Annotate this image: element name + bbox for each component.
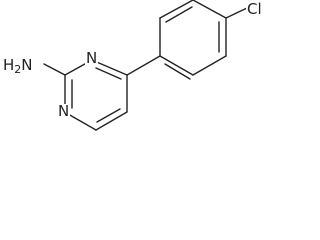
bond-ph1-ph2-inner — [164, 63, 191, 80]
bond-c5-c6-inner — [96, 108, 121, 123]
amine-h-label: H — [3, 56, 15, 74]
bond-n3-c4-inner — [95, 67, 122, 80]
structure-canvas: H2N N N Cl — [2, 0, 263, 131]
bond-ph4-cl — [225, 7, 248, 19]
bond-c2-nh2 — [43, 63, 66, 76]
ring-n-top-label: N — [85, 49, 99, 67]
amine-n-label: N — [21, 56, 33, 74]
bond-c6-n1 — [67, 113, 97, 131]
molecule-bonds — [43, 0, 248, 131]
amine-h-count: 2 — [14, 63, 22, 76]
bond-ph1-ph2 — [159, 55, 194, 76]
chlorine-label: Cl — [246, 0, 263, 18]
amine-label: H2N — [2, 58, 34, 75]
bond-c5-c6 — [95, 111, 128, 131]
bond-ph5-ph6-inner — [165, 6, 193, 23]
bond-c4-phenyl — [126, 55, 161, 76]
bond-ph2-ph3 — [192, 55, 227, 76]
bond-ph5-ph6 — [159, 0, 194, 19]
ring-n-bottom-label: N — [57, 102, 71, 120]
bond-ph4-ph5 — [192, 0, 227, 19]
